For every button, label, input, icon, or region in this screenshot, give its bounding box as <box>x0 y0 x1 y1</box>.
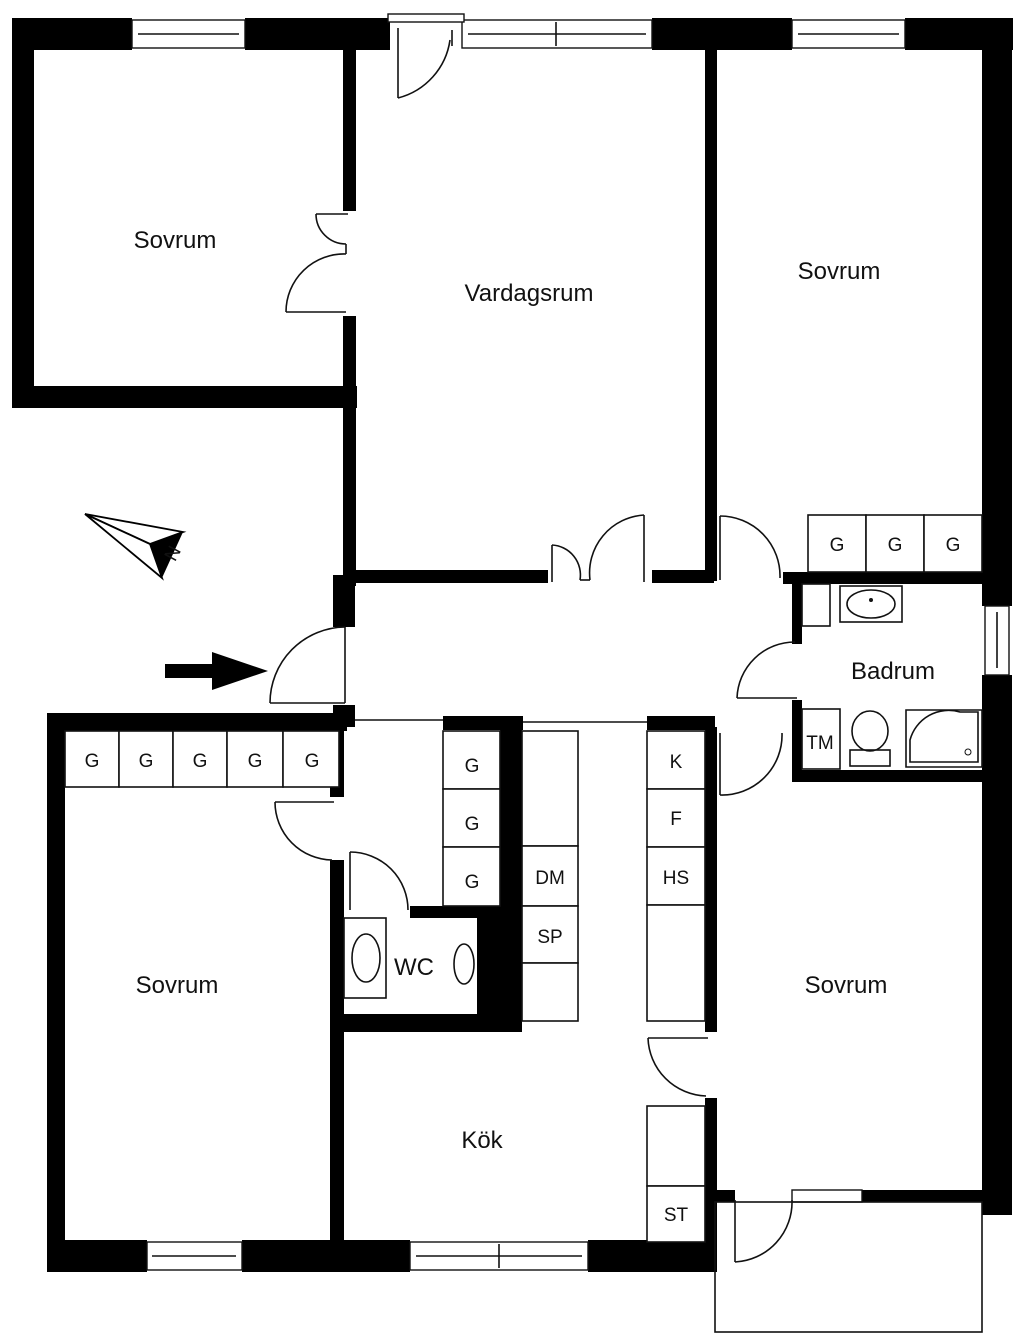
wardrobe <box>442 730 501 790</box>
label-g: G <box>888 535 903 556</box>
tall-cabinet <box>646 846 706 906</box>
wardrobe <box>226 730 284 788</box>
counter <box>521 730 579 847</box>
wardrobe <box>442 846 501 907</box>
label-k: K <box>670 752 683 773</box>
room-label-wc: WC <box>394 954 434 981</box>
label-g: G <box>193 751 208 772</box>
label-g: G <box>248 751 263 772</box>
counter <box>521 962 579 1022</box>
room-label-sovrum-sw: Sovrum <box>136 972 219 999</box>
counter <box>646 1105 706 1187</box>
fridge <box>646 730 706 790</box>
label-f: F <box>670 809 682 830</box>
label-g: G <box>465 872 480 893</box>
fixtures <box>64 514 983 1243</box>
storage-cabinet <box>646 1185 706 1243</box>
bathroom-sink <box>839 585 903 623</box>
doors <box>269 13 983 1333</box>
room-label-kok: Kök <box>461 1127 503 1154</box>
label-g: G <box>830 535 845 556</box>
label-g: G <box>465 814 480 835</box>
cabinet <box>801 583 831 627</box>
room-label-vardagsrum: Vardagsrum <box>465 280 594 307</box>
wardrobe <box>118 730 174 788</box>
walls <box>12 18 1013 1272</box>
wardrobe <box>282 730 340 788</box>
room-label-badrum: Badrum <box>851 658 935 685</box>
room-label-sovrum-ne: Sovrum <box>798 258 881 285</box>
label-g: G <box>946 535 961 556</box>
north-compass-icon: N <box>84 513 187 581</box>
toilet-tank <box>849 749 891 767</box>
windows <box>131 19 1010 1271</box>
wardrobe <box>172 730 228 788</box>
label-hs: HS <box>663 868 689 889</box>
label-g: G <box>85 751 100 772</box>
room-label-sovrum-se: Sovrum <box>805 972 888 999</box>
label-g: G <box>305 751 320 772</box>
wc-sink <box>343 917 387 999</box>
label-st: ST <box>664 1205 689 1226</box>
wardrobe <box>923 514 983 573</box>
room-labels: Sovrum Vardagsrum Sovrum Badrum Sovrum W… <box>134 227 935 1154</box>
counter <box>646 904 706 1022</box>
wardrobe <box>865 514 925 573</box>
label-dm: DM <box>535 868 565 889</box>
washing-machine <box>801 708 841 770</box>
room-label-sovrum-nw: Sovrum <box>134 227 217 254</box>
label-sp: SP <box>537 927 562 948</box>
fixture-labels: G G G G G G G G G G G TM DM SP K F HS ST <box>85 535 961 1226</box>
freezer <box>646 788 706 848</box>
label-g: G <box>139 751 154 772</box>
label-tm: TM <box>806 733 833 754</box>
dishwasher <box>521 845 579 907</box>
entrance-arrow-icon <box>165 652 268 690</box>
label-g: G <box>465 756 480 777</box>
